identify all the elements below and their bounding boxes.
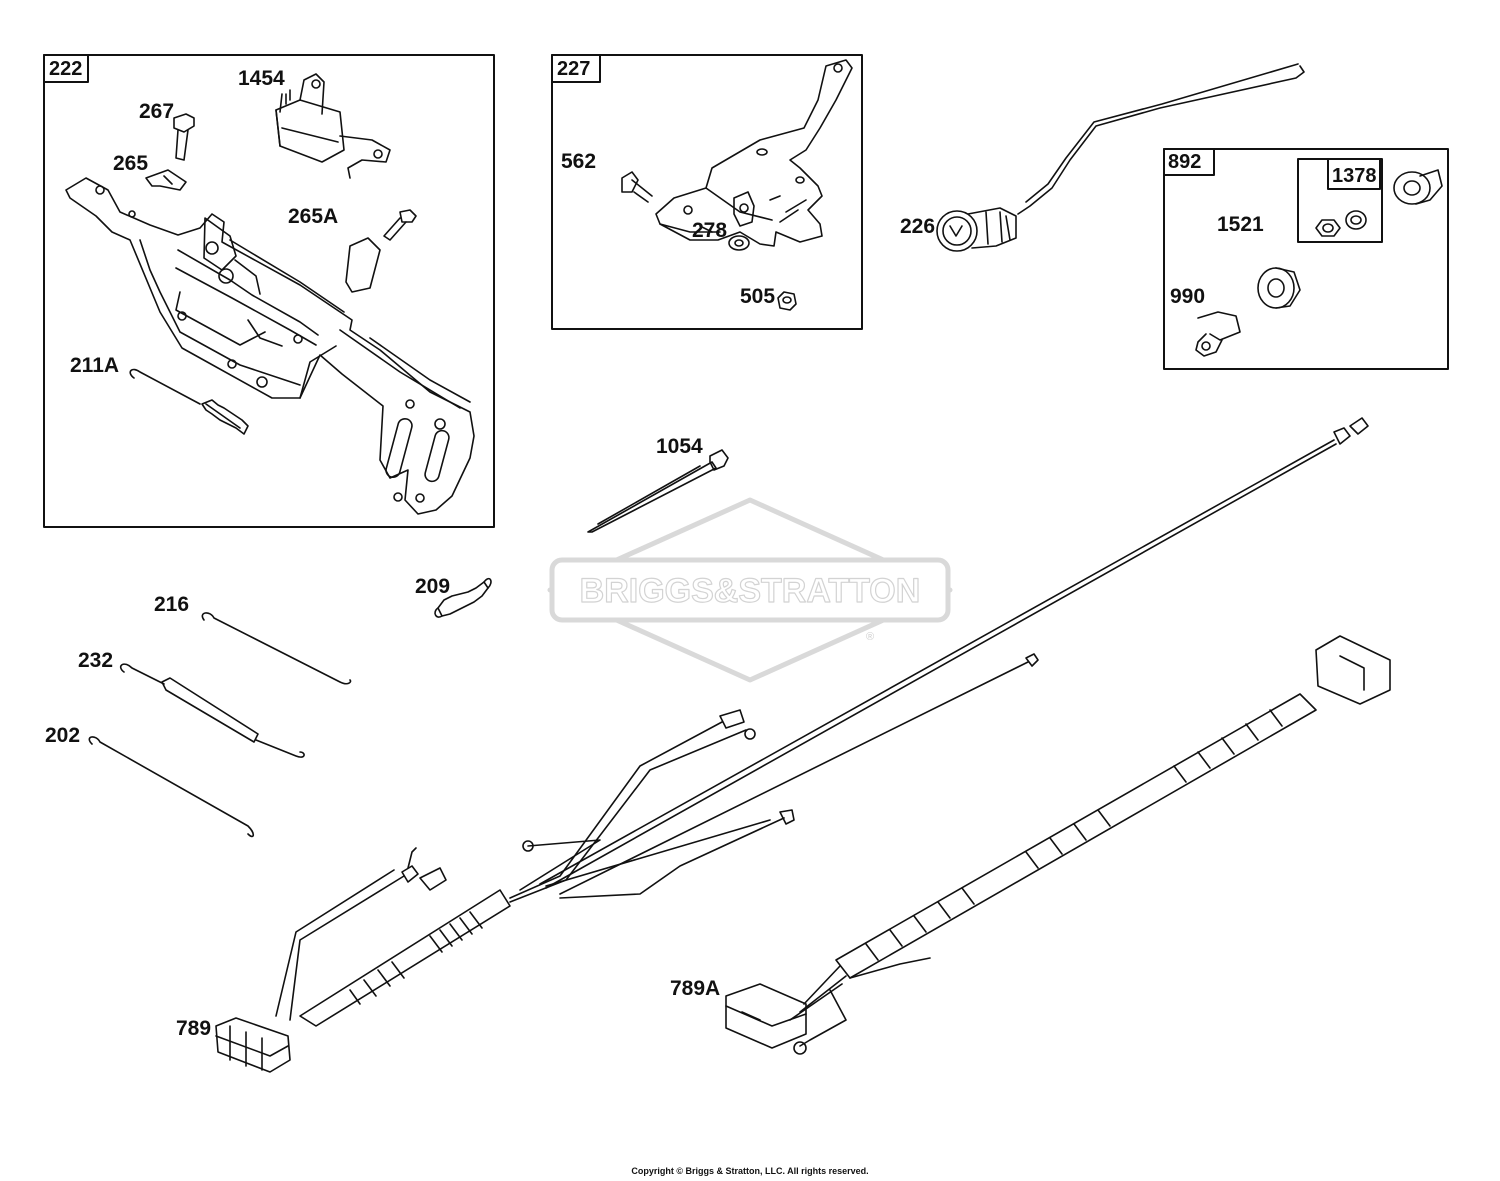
part-265A-bolt-plate [345, 209, 417, 293]
callout-232: 232 [78, 649, 114, 672]
part-216-rod [201, 612, 352, 685]
callout-990: 990 [1170, 285, 1206, 308]
callout-789A: 789A [670, 977, 721, 1000]
callout-202: 202 [45, 724, 81, 747]
part-789A-harness [725, 635, 1391, 1055]
part-202-rod [88, 736, 255, 838]
box-892-label: 892 [1168, 151, 1202, 173]
callout-209: 209 [415, 575, 451, 598]
box-222-frame [43, 54, 495, 528]
callout-265: 265 [113, 152, 149, 175]
callout-226: 226 [900, 215, 936, 238]
control-bracket-drawing [65, 177, 475, 515]
callout-216: 216 [154, 593, 190, 616]
part-562-bolt [621, 171, 653, 203]
part-209-spring [434, 577, 492, 618]
part-267-bolt [173, 113, 195, 161]
callout-265A: 265A [288, 205, 339, 228]
box-1378-label: 1378 [1332, 165, 1377, 187]
callout-1454: 1454 [238, 67, 285, 90]
registered-mark: ® [866, 631, 874, 643]
callout-1054: 1054 [656, 435, 703, 458]
part-226-choke-cable [936, 63, 1305, 252]
callout-562: 562 [561, 150, 597, 173]
part-1454-switch [275, 73, 391, 179]
box-227-tag [551, 54, 601, 83]
box-222-tag [43, 54, 89, 83]
part-1378-nut-washer [1315, 210, 1367, 237]
box-892-frame [1163, 148, 1449, 370]
throttle-lever-drawing [655, 59, 853, 247]
copyright-notice: Copyright © Briggs & Stratton, LLC. All … [631, 1166, 869, 1176]
ignition-switch-body [1393, 169, 1443, 205]
callout-505: 505 [740, 285, 776, 308]
box-227-frame [551, 54, 863, 330]
part-1054-cable-tie [587, 449, 729, 533]
callout-267: 267 [139, 100, 175, 123]
part-265-clip [145, 169, 187, 191]
part-278-washer [728, 235, 750, 251]
part-990-key [1195, 311, 1241, 357]
callout-278: 278 [692, 219, 728, 242]
part-505-nut [777, 291, 797, 311]
part-1521-bezel [1257, 267, 1301, 309]
part-211A-spring [129, 368, 249, 435]
callout-1521: 1521 [1217, 213, 1264, 236]
box-892-tag [1163, 148, 1215, 176]
brand-watermark [547, 497, 953, 683]
long-sensor-wire [539, 417, 1369, 889]
part-232-spring [119, 663, 305, 758]
callout-211A: 211A [70, 354, 120, 377]
watermark-text: BRIGGS&STRATTON [580, 572, 921, 610]
callout-789: 789 [176, 1017, 212, 1040]
box-222-label: 222 [49, 58, 83, 80]
box-1378-tag [1327, 158, 1381, 190]
box-227-label: 227 [557, 58, 591, 80]
part-789-harness [215, 653, 1039, 1073]
